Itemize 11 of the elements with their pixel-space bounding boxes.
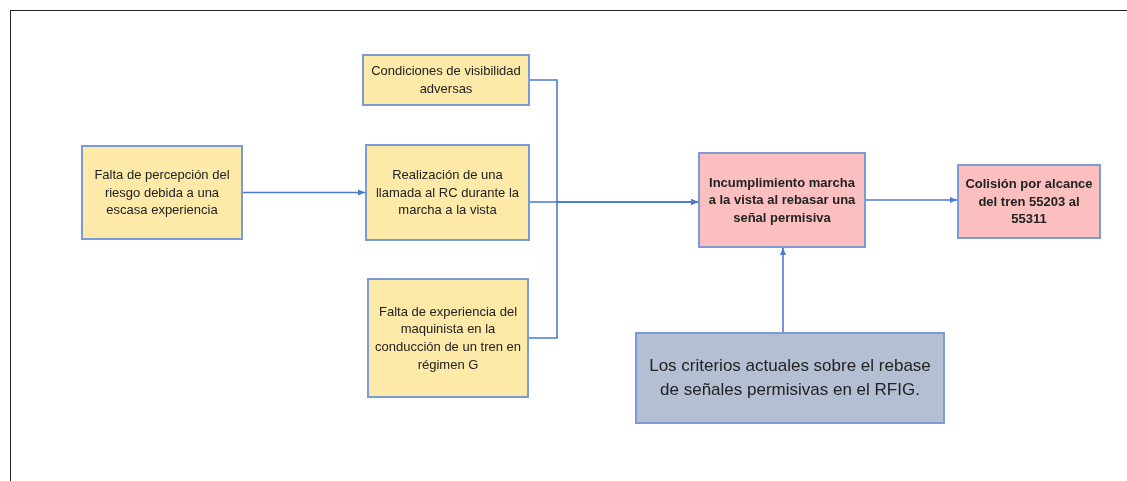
event-box: Colisión por alcance del tren 55203 al 55311 bbox=[957, 164, 1101, 239]
factor-box: Los criterios actuales sobre el rebase de señales permisivas en el RFIG. bbox=[635, 332, 945, 424]
cause-box: Falta de experiencia del maquinista en la conducción de un tren en régimen G bbox=[367, 278, 529, 398]
arrow bbox=[780, 247, 786, 333]
cause-box: Falta de percepción del riesgo debida a una escasa experiencia bbox=[81, 145, 243, 240]
arrow bbox=[865, 197, 958, 203]
event-box: Incumplimiento marcha a la vista al rebasar una señal permisiva bbox=[698, 152, 866, 248]
cause-box: Condiciones de visibilidad adversas bbox=[362, 54, 530, 106]
arrow bbox=[242, 189, 366, 196]
cause-box: Realización de una llamada al RC durante la marcha a la vista bbox=[365, 144, 530, 241]
arrow bbox=[528, 199, 699, 339]
